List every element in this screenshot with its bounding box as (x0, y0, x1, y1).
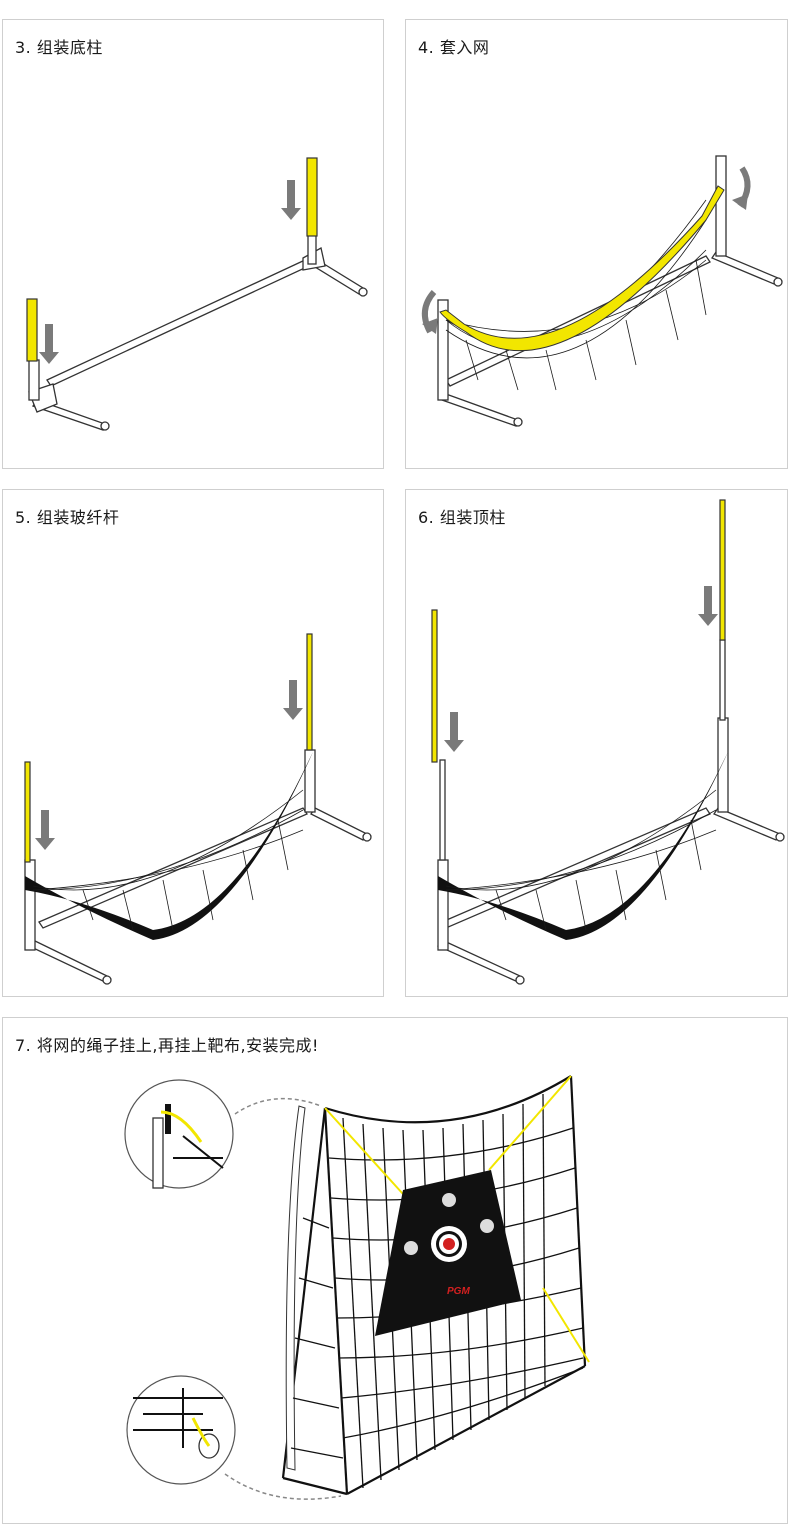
step-4-illustration (406, 20, 789, 470)
fiberglass-rod-left (25, 762, 30, 862)
top-pole-left (440, 760, 445, 860)
step-3-panel: 3. 组装底柱 (2, 19, 384, 469)
brand-logo: PGM (447, 1286, 470, 1297)
detail-bottom-circle (127, 1376, 235, 1484)
target-dot (442, 1193, 456, 1207)
step-4-panel: 4. 套入网 (405, 19, 788, 469)
step-7-panel: 7. 将网的绳子挂上,再挂上靶布,安装完成! (2, 1017, 788, 1524)
step-7-illustration: PGM (3, 1018, 789, 1525)
step-6-illustration (406, 490, 789, 998)
base-rod (47, 260, 309, 386)
step-5-panel: 5. 组装玻纤杆 (2, 489, 384, 997)
right-yellow-pole (307, 158, 317, 236)
top-pole-left-yellow (432, 610, 437, 762)
target-dot (480, 1219, 494, 1233)
golf-net: PGM (283, 1076, 589, 1494)
right-post (308, 234, 316, 264)
left-post (29, 360, 39, 400)
step-6-panel: 6. 组装顶柱 (405, 489, 788, 997)
fiberglass-rod-right (307, 634, 312, 750)
top-pole-right-yellow (720, 500, 725, 640)
top-pole-right (720, 640, 725, 720)
step-3-illustration (3, 20, 385, 470)
step-5-illustration (3, 490, 385, 998)
down-arrow-icon (39, 324, 59, 364)
target-dot (404, 1241, 418, 1255)
detail-top-circle (125, 1080, 233, 1188)
down-arrow-icon (281, 180, 301, 220)
left-yellow-pole (27, 299, 37, 361)
dashed-pointer (235, 1099, 321, 1114)
